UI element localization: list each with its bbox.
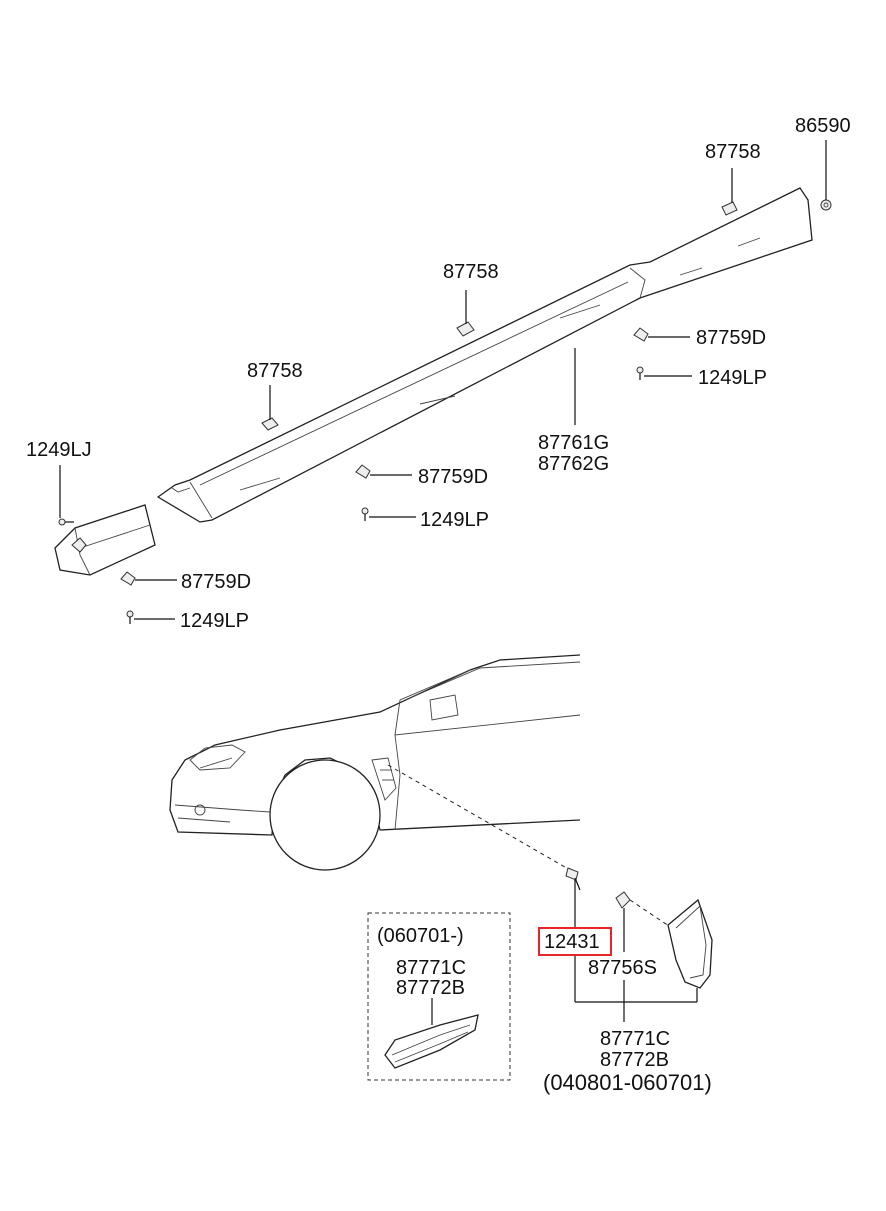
screw-1249lp-b — [361, 507, 416, 521]
side-garnish-main — [667, 898, 713, 989]
clip-87759d-a — [633, 327, 690, 342]
clip-87759d-b — [355, 464, 412, 479]
label-main-date: (040801-060701) — [543, 1070, 712, 1095]
front-sill-end-piece — [54, 504, 156, 576]
label-87758-b: 87758 — [443, 261, 499, 283]
label-1249lj: 1249LJ — [26, 439, 92, 461]
label-12431: 12431 — [544, 931, 600, 953]
label-1249lp-c: 1249LP — [180, 610, 249, 632]
fastener-86590 — [820, 140, 832, 211]
label-87759d-a: 87759D — [696, 327, 766, 349]
clip-87759d-c — [120, 571, 177, 586]
inset-box — [367, 912, 511, 1081]
label-86590: 86590 — [795, 115, 851, 137]
dashed-pointer-fender — [387, 764, 571, 871]
label-87758-a: 87758 — [247, 360, 303, 382]
label-inset-87772b: 87772B — [396, 977, 465, 999]
label-inset-date: (060701-) — [377, 925, 464, 947]
label-87761g: 87761G — [538, 432, 609, 454]
highlight-box-12431 — [538, 927, 612, 956]
clip-87758-a — [261, 385, 279, 431]
label-87758-c: 87758 — [705, 141, 761, 163]
clip-87758-c — [721, 168, 738, 216]
label-1249lp-a: 1249LP — [698, 367, 767, 389]
label-main-87772b: 87772B — [600, 1049, 669, 1071]
bracket-lines — [574, 955, 698, 1022]
clip-87756s — [615, 891, 631, 952]
label-87762g: 87762G — [538, 453, 609, 475]
screw-1249lp-a — [636, 366, 692, 380]
label-1249lp-b: 1249LP — [420, 509, 489, 531]
label-main-87771c: 87771C — [600, 1028, 670, 1050]
screw-1249lp-c — [126, 610, 175, 624]
label-87759d-b: 87759D — [418, 466, 488, 488]
screw-1249lj — [58, 465, 74, 526]
clip-87758-b — [456, 290, 475, 337]
label-87759d-c: 87759D — [181, 571, 251, 593]
label-87756s: 87756S — [588, 957, 657, 979]
label-inset-87771c: 87771C — [396, 957, 466, 979]
side-sill-molding — [156, 187, 813, 523]
car-front-illustration — [169, 654, 581, 871]
screw-12431 — [565, 867, 581, 928]
dashed-pointer-garnish — [629, 899, 673, 929]
